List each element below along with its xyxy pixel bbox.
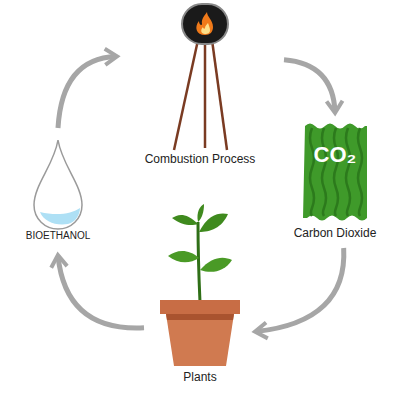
plants-node: Plants [150, 200, 250, 388]
combustion-node: Combustion Process [120, 2, 280, 172]
cycle-arrow [58, 56, 116, 128]
cycle-arrow [284, 60, 335, 112]
co2-node: CO₂ Carbon Dioxide [292, 118, 379, 242]
cycle-arrow [256, 248, 344, 332]
plant-pot [160, 204, 240, 366]
node-label: BIOETHANOL [8, 230, 108, 241]
node-label: Combustion Process [120, 152, 280, 166]
co2-block [303, 124, 367, 221]
droplet-icon [34, 140, 82, 229]
burner-icon [174, 4, 228, 150]
bioethanol-node: BIOETHANOL [8, 134, 108, 246]
formula-text: CO₂ [292, 142, 379, 168]
node-label: Carbon Dioxide [292, 226, 379, 240]
node-label: Plants [150, 370, 250, 384]
cycle-arrow [58, 256, 144, 328]
